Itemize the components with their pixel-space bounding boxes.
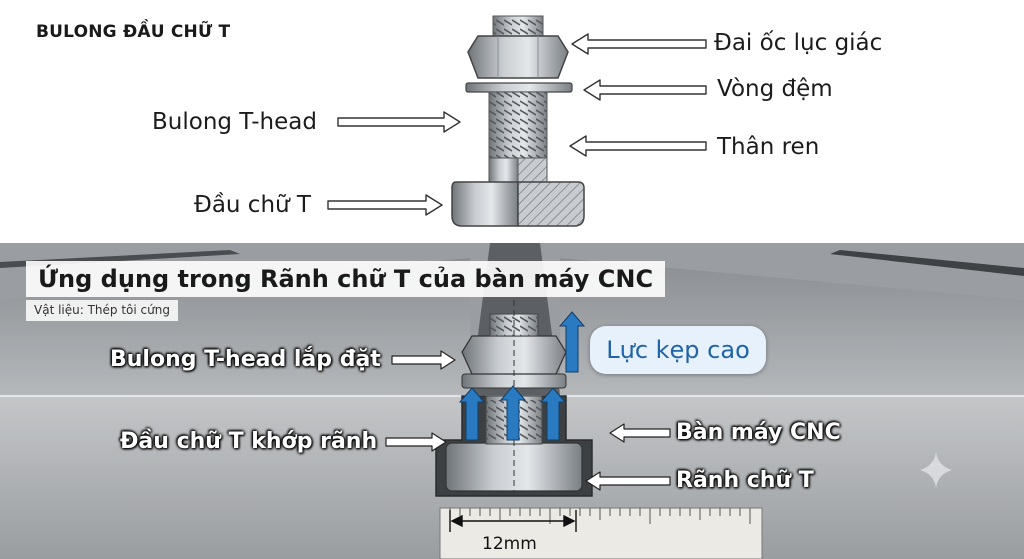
arrow-t-head-fit [385, 432, 447, 452]
material-subtitle: Vật liệu: Thép tôi cứng [26, 300, 178, 321]
arrow-washer [583, 79, 707, 101]
far-slot-right [830, 250, 1024, 276]
top-title: BULONG ĐẦU CHỮ T [36, 22, 231, 42]
label-cnc-table: Bàn máy CNC [676, 420, 841, 445]
label-t-head: Đầu chữ T [194, 192, 311, 218]
bottom-callout-arrows [385, 350, 671, 491]
label-t-head-fit: Đầu chữ T khớp rãnh [120, 429, 378, 454]
force-arrow-left-icon [458, 387, 486, 441]
top-bolt-illustration [451, 15, 585, 227]
arrow-cnc-table [609, 423, 671, 443]
cnc-table-scene [0, 243, 1024, 559]
arrow-t-head [327, 194, 443, 216]
hex-nut [467, 35, 569, 79]
sparkle-icon [920, 452, 952, 488]
clamping-force-arrows [458, 311, 586, 441]
t-head-section [517, 181, 585, 227]
label-hex-nut: Đai ốc lục giác [714, 30, 883, 56]
arrow-installed-bolt [391, 350, 456, 370]
label-t-slot: Rãnh chữ T [676, 468, 814, 493]
dimension-label: 12mm [482, 534, 537, 554]
force-arrow-up-icon [558, 311, 586, 373]
plain-shank [488, 157, 519, 183]
ruler [439, 507, 763, 559]
bolt-tip-thread [493, 16, 543, 36]
arrow-bolt [337, 111, 461, 133]
top-callout-arrows [327, 33, 707, 216]
label-installed-bolt: Bulong T-head lắp đặt [110, 347, 381, 372]
force-arrow-right-icon [539, 387, 567, 441]
dimension-marker [449, 510, 577, 532]
label-washer: Vòng đệm [717, 76, 833, 102]
t-head [451, 181, 519, 227]
ruler-ticks [449, 508, 751, 524]
shank-section [517, 157, 548, 183]
label-thread: Thân ren [717, 134, 820, 160]
force-label-badge: Lực kẹp cao [590, 326, 766, 374]
washer [465, 82, 573, 93]
shank-thread [489, 92, 547, 158]
label-bolt: Bulong T-head [152, 109, 317, 135]
force-arrow-center-icon [499, 385, 527, 441]
arrow-thread [569, 135, 707, 157]
arrow-t-slot [585, 471, 671, 491]
application-title: Ứng dụng trong Rãnh chữ T của bàn máy CN… [26, 261, 666, 297]
arrow-hex-nut [571, 33, 707, 55]
